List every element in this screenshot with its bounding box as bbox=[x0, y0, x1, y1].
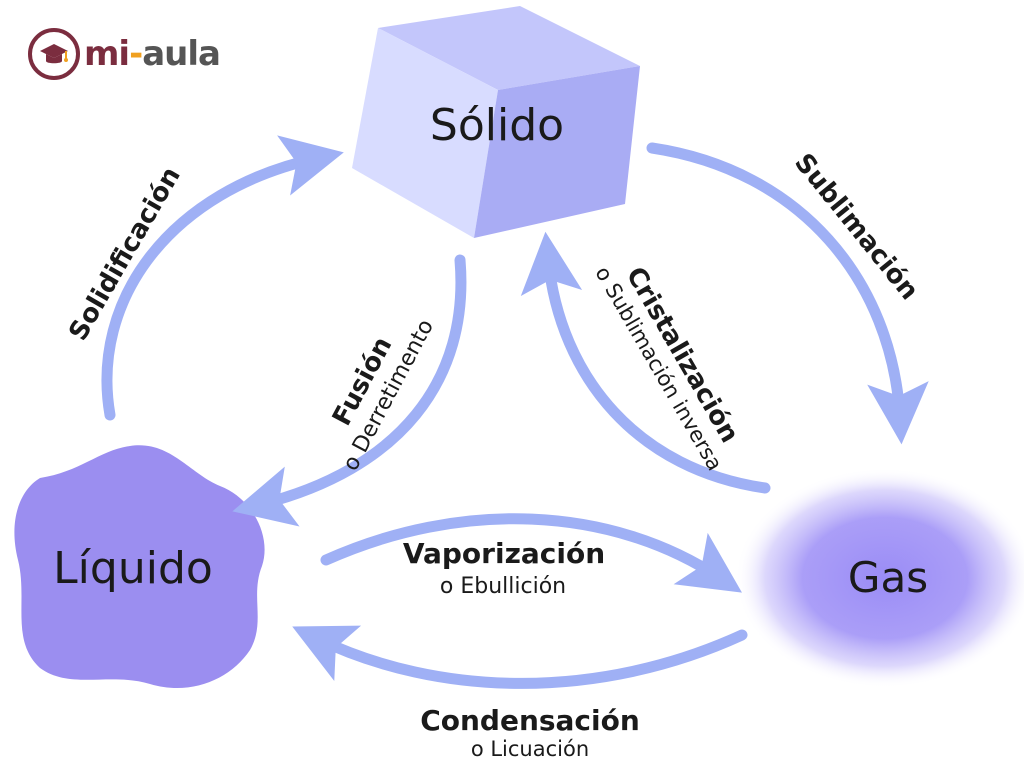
gas-shape bbox=[735, 468, 1024, 688]
cube-top-face bbox=[378, 6, 640, 90]
crystallization-label-group: Cristalización o Sublimación inversa bbox=[590, 262, 744, 475]
state-solid-label: Sólido bbox=[430, 100, 564, 151]
label-vaporization: Vaporización bbox=[403, 537, 605, 570]
label-condensation: Condensación bbox=[420, 704, 640, 737]
liquid-shape bbox=[14, 445, 265, 689]
arrow-condensation bbox=[292, 625, 748, 689]
state-gas-label: Gas bbox=[848, 553, 928, 602]
arrow-vaporization bbox=[320, 513, 743, 593]
label-solidification: Solidificación bbox=[63, 162, 186, 346]
cube-right-face bbox=[474, 66, 640, 238]
graduation-cap-icon bbox=[28, 28, 80, 80]
brand-name-dash: - bbox=[129, 34, 143, 74]
label-vaporization-sub: o Ebullición bbox=[440, 574, 566, 599]
brand-logo: mi-aula bbox=[28, 26, 221, 82]
brand-name: mi-aula bbox=[84, 34, 221, 74]
brand-name-part2: aula bbox=[142, 34, 221, 74]
arrow-crystallization bbox=[520, 231, 771, 494]
label-condensation-sub: o Licuación bbox=[471, 737, 589, 761]
liquid-blob: Líquido bbox=[14, 445, 265, 689]
arrow-sublimation bbox=[646, 142, 929, 445]
arrow-fusion bbox=[232, 254, 467, 527]
cube-front-face bbox=[352, 28, 498, 238]
arrow-solidification bbox=[101, 135, 344, 421]
state-liquid-label: Líquido bbox=[53, 543, 213, 594]
solid-cube: Sólido bbox=[352, 6, 640, 238]
gas-cloud: Gas bbox=[735, 468, 1024, 688]
brand-name-part1: mi bbox=[84, 34, 130, 74]
